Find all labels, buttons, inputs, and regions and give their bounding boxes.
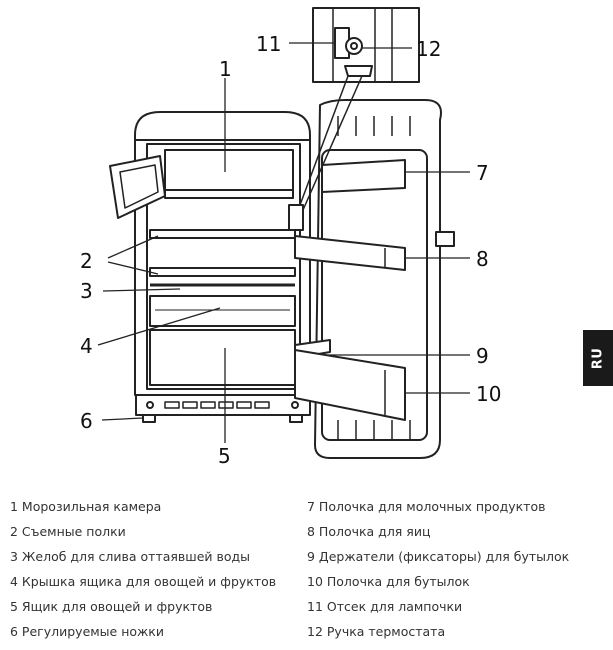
crisper-lid [149, 295, 296, 327]
egg-shelf [294, 235, 406, 271]
callout-2: 2 [80, 249, 93, 273]
adjustable-foot-right [289, 414, 303, 423]
language-tab-label: RU [590, 347, 606, 369]
inset-pointer [299, 75, 349, 206]
legend-item-7: 7 Полочка для молочных продуктов [307, 499, 546, 514]
callout-3: 3 [80, 279, 93, 303]
callout-9: 9 [476, 344, 489, 368]
crisper-drawer [149, 329, 296, 386]
dairy-shelf [321, 159, 406, 193]
legend-left-column: 1 Морозильная камера 2 Съемные полки 3 Ж… [10, 497, 276, 647]
light-compartment-housing [288, 204, 304, 231]
callout-8: 8 [476, 247, 489, 271]
legend-item-12: 12 Ручка термостата [307, 624, 446, 639]
leader-lines [97, 42, 470, 443]
thermostat-knob-detail [345, 37, 363, 55]
callout-11: 11 [256, 32, 281, 56]
legend-item-10: 10 Полочка для бутылок [307, 574, 470, 589]
fridge-base [135, 394, 311, 416]
legend-item-8: 8 Полочка для яиц [307, 524, 431, 539]
legend-item-11: 11 Отсек для лампочки [307, 599, 463, 614]
callout-1: 1 [219, 57, 232, 81]
refrigerator-diagram: 1 2 3 4 5 6 7 8 9 10 11 12 [80, 7, 501, 468]
callout-4: 4 [80, 334, 93, 358]
freezer-compartment [109, 149, 294, 219]
legend-item-1: 1 Морозильная камера [10, 499, 162, 514]
legend-item-6: 6 Регулируемые ножки [10, 624, 164, 639]
legend-item-9: 9 Держатели (фиксаторы) для бутылок [307, 549, 570, 564]
bottle-shelf [294, 349, 406, 421]
legend-right-column: 7 Полочка для молочных продуктов 8 Полоч… [307, 497, 569, 647]
legend-item-2: 2 Съемные полки [10, 524, 126, 539]
legend-item-5: 5 Ящик для овощей и фруктов [10, 599, 213, 614]
adjustable-foot-left [142, 414, 156, 423]
callout-7: 7 [476, 161, 489, 185]
callout-5: 5 [218, 444, 231, 468]
language-tab: RU [583, 330, 613, 386]
callout-6: 6 [80, 409, 93, 433]
inset-detail [312, 7, 420, 83]
legend-item-3: 3 Желоб для слива оттаявшей воды [10, 549, 251, 564]
callout-10: 10 [476, 382, 501, 406]
callout-12: 12 [416, 37, 441, 61]
legend-item-4: 4 Крышка ящика для овощей и фруктов [10, 574, 277, 589]
